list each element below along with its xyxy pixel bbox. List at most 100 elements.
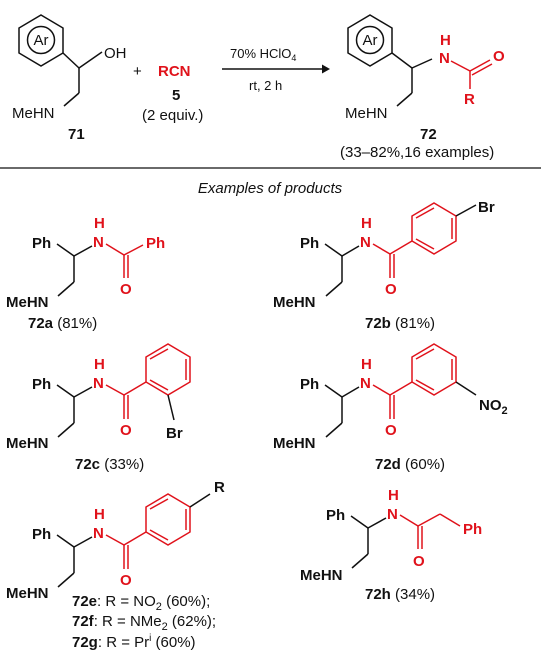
carbonyl-oxygen: O: [413, 553, 425, 570]
bond-line: [78, 51, 103, 69]
acyl-phenyl: Ph: [463, 521, 482, 538]
compound-id-72g: 72g: [72, 634, 98, 651]
bond-line: [123, 244, 144, 256]
amide-nh-n: N: [360, 234, 371, 251]
amide-nh-n: N: [93, 525, 104, 542]
methylamino-label: MeHN: [273, 294, 316, 311]
bromo-substituent: Br: [478, 199, 495, 216]
bond-line: [73, 386, 93, 398]
phenyl-label: Ph: [32, 376, 51, 393]
label-text: NO2: [479, 397, 508, 417]
label-text: 72b (81%): [365, 315, 435, 332]
bond-line: [324, 243, 343, 257]
bond-line: [351, 553, 369, 569]
bond-line: [417, 513, 441, 527]
label-text: 72c (33%): [75, 456, 144, 473]
carbonyl-oxygen: O: [120, 422, 132, 439]
label-text: 72g: R = Pri (60%): [72, 633, 196, 651]
compound-id-72f: 72f: [72, 613, 95, 630]
bond-line: [62, 52, 80, 69]
bond-line: [341, 386, 360, 398]
methylamino-label: MeHN: [12, 105, 55, 122]
compound-id-72a: 72a: [28, 315, 54, 332]
amide-nh-h: H: [94, 215, 105, 232]
bond-line: [415, 379, 435, 391]
methylamino-label: MeHN: [345, 105, 388, 122]
bond-line: [149, 498, 169, 510]
phenyl-label: Ph: [326, 507, 345, 524]
amide-nh-h: H: [440, 32, 451, 49]
r-definition-72f: : R = NMe: [94, 613, 162, 630]
reagent-acid: 70% HClO: [230, 46, 291, 61]
bond-line: [189, 493, 211, 508]
r-definition-72e: : R = NO: [97, 593, 156, 610]
product-72h: Ph MeHN H N O Ph 72h (34%): [300, 487, 482, 603]
compound-id-72c: 72c: [75, 456, 100, 473]
r-superscript-72g: i: [149, 633, 151, 644]
bond-line: [57, 281, 75, 297]
bond-line: [167, 394, 175, 421]
nitrile-formula: RCN: [158, 63, 191, 80]
bond-line: [149, 348, 169, 360]
amide-nh-n: N: [387, 506, 398, 523]
acyl-phenyl: Ph: [146, 235, 165, 252]
bond-line: [149, 529, 169, 541]
r-subscript-72f: 2: [162, 621, 168, 633]
yield-72b: (81%): [395, 315, 435, 332]
bond-line: [399, 514, 419, 527]
bond-line: [411, 343, 457, 396]
bond-line: [145, 493, 191, 546]
bond-line: [73, 536, 93, 548]
label-text: 72a (81%): [28, 315, 97, 332]
bond-line: [439, 513, 461, 527]
bond-line: [411, 58, 433, 69]
compound-id-72b: 72b: [365, 315, 391, 332]
bond-line: [396, 92, 413, 107]
product-72b: Ph MeHN H N O Br 72b (81%): [273, 199, 495, 332]
amide-nh-h: H: [361, 215, 372, 232]
r-substituent: R: [214, 479, 225, 496]
ar-ring-label: Ar: [34, 32, 49, 49]
bond-line: [389, 381, 413, 396]
bond-line: [415, 348, 435, 360]
bond-line: [123, 531, 147, 546]
amide-nh-n: N: [93, 234, 104, 251]
label-text: 72h (34%): [365, 586, 435, 603]
amide-nh-n: N: [439, 50, 450, 67]
bond-line: [56, 243, 75, 257]
bond-line: [372, 243, 391, 255]
label-text: 72e: R = NO2 (60%);: [72, 593, 210, 613]
bond-line: [73, 245, 93, 257]
carbonyl-oxygen: O: [120, 281, 132, 298]
amide-nh-h: H: [388, 487, 399, 504]
bond-line: [145, 343, 191, 396]
yield-72h: (34%): [395, 586, 435, 603]
bond-line: [56, 384, 75, 398]
bond-line: [325, 422, 343, 438]
starting-material-71: Ar OH MeHN 71: [12, 14, 127, 143]
bond-line: [341, 245, 360, 257]
bond-line: [56, 534, 75, 548]
hydroxyl-label: OH: [104, 45, 127, 62]
bond-line: [149, 379, 169, 391]
bond-line: [415, 238, 435, 250]
compound-id-72h: 72h: [365, 586, 391, 603]
ar-ring-label: Ar: [363, 32, 378, 49]
bond-line: [367, 517, 387, 529]
compound-id-5: 5: [172, 87, 180, 104]
label-text: 70% HClO4: [230, 46, 296, 63]
section-title: Examples of products: [198, 180, 343, 197]
bond-line: [105, 243, 125, 256]
plus-sign: +: [133, 63, 142, 80]
yield-72c: (33%): [104, 456, 144, 473]
ar-ring-circle: [26, 25, 56, 55]
nitrile-equiv: (2 equiv.): [142, 107, 203, 124]
bond-line: [324, 384, 343, 398]
bond-line: [415, 207, 435, 219]
phenyl-label: Ph: [32, 526, 51, 543]
bond-line: [469, 59, 491, 72]
bond-line: [105, 534, 125, 546]
yield-72f: (62%);: [168, 613, 216, 630]
bromo-substituent: Br: [166, 425, 183, 442]
